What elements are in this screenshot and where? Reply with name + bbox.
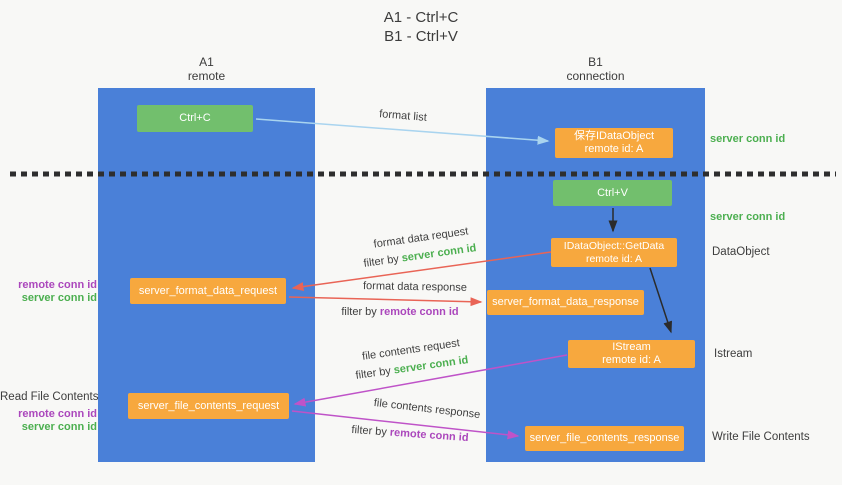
annotation-server-conn-id-left-2: server conn id bbox=[21, 421, 97, 433]
filter-by-text-2: filter by bbox=[341, 306, 377, 318]
node-ctrl-v-label: Ctrl+V bbox=[597, 186, 628, 199]
filter-key-server-conn-id-2: server conn id bbox=[392, 354, 470, 377]
annotation-server-conn-id-mid: server conn id bbox=[710, 211, 786, 223]
lane-a-subtitle: remote bbox=[187, 69, 226, 83]
arrow-format-data-response bbox=[288, 296, 483, 307]
node-ctrl-c: Ctrl+C bbox=[137, 105, 253, 132]
node-format-request-label: server_format_data_request bbox=[138, 284, 278, 297]
node-istream-line2: remote id: A bbox=[602, 354, 661, 366]
node-ctrl-c-label: Ctrl+C bbox=[179, 112, 211, 124]
node-server-format-data-request: server_format_data_request bbox=[130, 278, 286, 304]
edge-label-file-contents-response: file contents response bbox=[373, 396, 481, 422]
node-save-idataobject-line1: 保存IDataObject bbox=[573, 130, 655, 142]
node-save-idataobject-line2: remote id: A bbox=[584, 143, 644, 155]
annotation-write-file-contents: Write File Contents bbox=[712, 431, 810, 443]
node-ctrl-v: Ctrl+V bbox=[553, 180, 672, 206]
filter-by-text-1: filter by bbox=[362, 253, 400, 270]
annotation-server-conn-id-top: server conn id bbox=[710, 133, 786, 145]
edge-label-format-list: format list bbox=[378, 108, 428, 124]
lane-b-header: B1 connection bbox=[486, 55, 705, 83]
node-server-file-contents-response: server_file_contents_response bbox=[525, 426, 684, 451]
node-server-format-data-response: server_format_data_response bbox=[487, 290, 644, 315]
node-istream: IStream remote id: A bbox=[568, 340, 695, 368]
lane-a-title: A1 bbox=[199, 55, 214, 69]
filter-key-remote-conn-id-1: remote conn id bbox=[379, 306, 459, 318]
filter-by-text-3: filter by bbox=[354, 365, 392, 382]
annotation-read-file-contents: Read File Contents bbox=[0, 391, 99, 403]
annotation-server-conn-id-left-1: server conn id bbox=[21, 292, 97, 304]
filter-key-remote-conn-id-2: remote conn id bbox=[389, 426, 469, 445]
node-format-response-label: server_format_data_response bbox=[492, 296, 639, 308]
node-file-request-label: server_file_contents_request bbox=[137, 399, 280, 412]
filter-by-text-4: filter by bbox=[351, 423, 388, 439]
node-save-idataobject: 保存IDataObject remote id: A bbox=[555, 128, 673, 158]
annotation-remote-conn-id-1: remote conn id bbox=[18, 279, 97, 291]
node-getdata-line2: remote id: A bbox=[585, 252, 642, 265]
annotation-format-conn-ids: remote conn id server conn id bbox=[0, 279, 97, 305]
node-idataobject-getdata: IDataObject::GetData remote id: A bbox=[551, 238, 677, 267]
node-istream-line1: IStream bbox=[612, 341, 651, 353]
filter-key-server-conn-id-1: server conn id bbox=[400, 242, 478, 265]
lane-a-header: A1 remote bbox=[98, 55, 315, 83]
annotation-dataobject: DataObject bbox=[712, 246, 770, 258]
edge-label-format-data-response: format data response bbox=[362, 280, 468, 294]
node-server-file-contents-request: server_file_contents_request bbox=[128, 393, 289, 419]
annotation-istream: Istream bbox=[714, 348, 753, 360]
diagram-title: A1 - Ctrl+C B1 - Ctrl+V bbox=[0, 8, 842, 46]
title-line-1: A1 - Ctrl+C bbox=[383, 9, 459, 26]
node-file-response-label: server_file_contents_response bbox=[529, 432, 680, 444]
annotation-file-conn-ids: Read File Contents remote conn id server… bbox=[0, 391, 99, 434]
node-getdata-line1: IDataObject::GetData bbox=[563, 239, 665, 252]
lane-b-title: B1 bbox=[588, 55, 603, 69]
lane-b-subtitle: connection bbox=[566, 69, 625, 83]
title-line-2: B1 - Ctrl+V bbox=[384, 28, 458, 45]
annotation-remote-conn-id-2: remote conn id bbox=[18, 408, 97, 420]
